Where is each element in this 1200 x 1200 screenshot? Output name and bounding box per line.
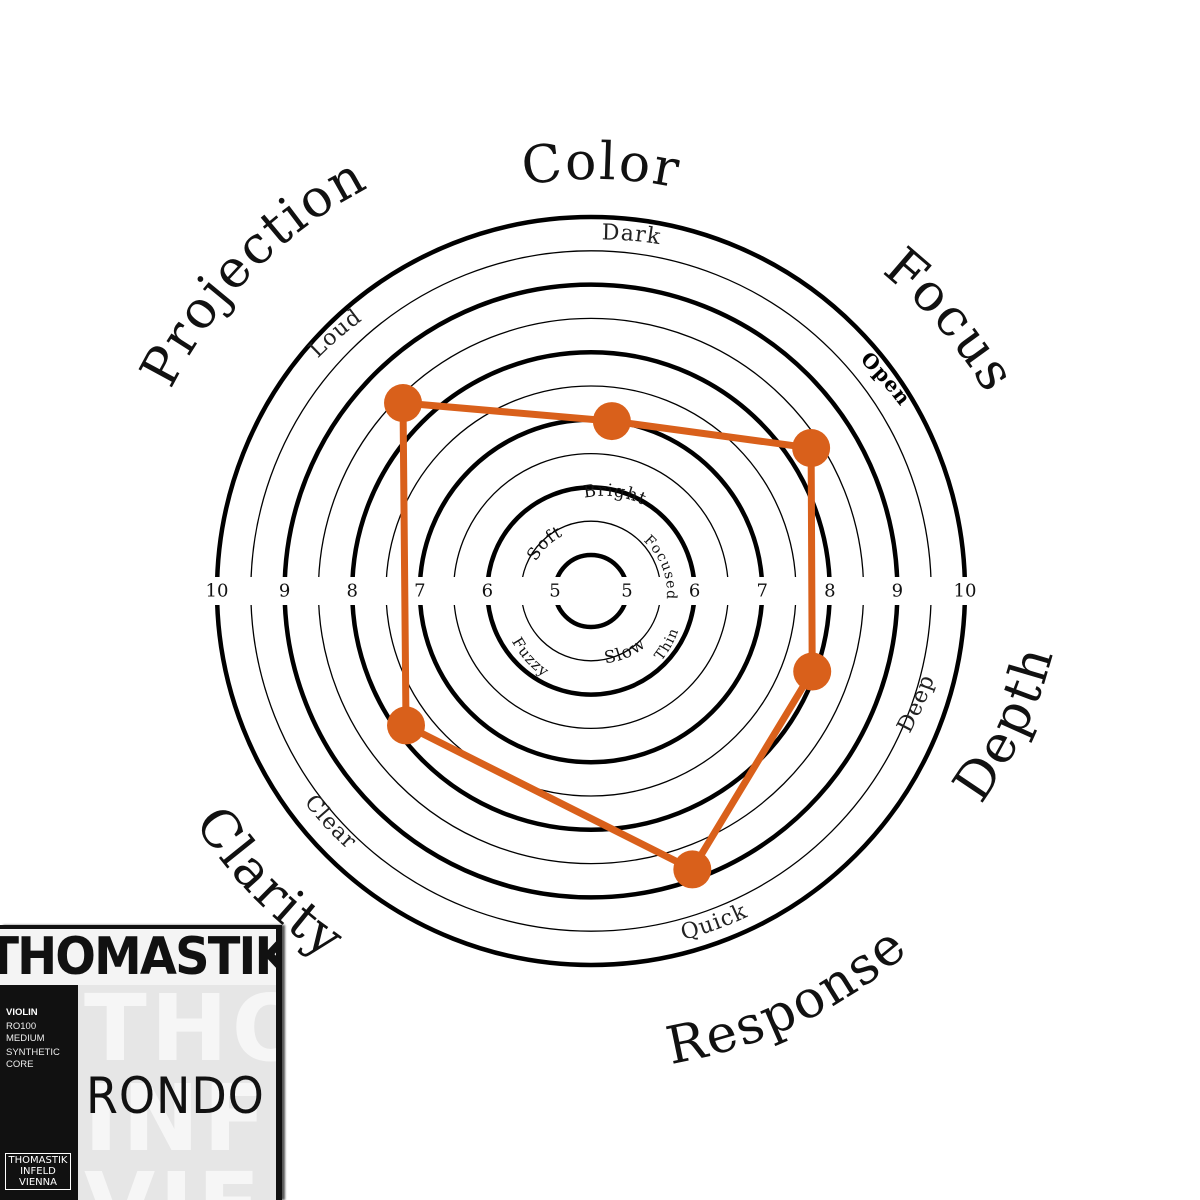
tick-label: 10 [206,581,229,602]
data-point-depth [793,652,832,691]
package-product-panel: THON INF VIE RONDO [78,985,276,1200]
data-point-focus [792,429,831,468]
tick-label: 10 [954,581,977,602]
inner-label-bright: Bright [582,481,650,510]
axis-title-depth: Depth [942,639,1066,813]
tick-label: 8 [824,581,835,602]
ghost-text-1: THON [84,985,276,1082]
pole-label-deep: Deep [893,671,941,737]
tick-label: 6 [689,581,700,602]
tick-label: 6 [482,581,493,602]
brand-logo: THOMASTIK [0,927,282,987]
axis-title-color: Color [518,132,685,201]
product-name: RONDO [86,1067,265,1125]
spec-instrument: VIOLIN [6,1007,38,1018]
radar-rings [205,214,977,968]
radar-series-rondo [384,384,832,889]
package-spec-panel: VIOLIN RO100 MEDIUM SYNTHETIC CORE [0,985,78,1200]
brand-logo-band: THOMASTIK [0,927,282,987]
spec-code: RO100 [6,1021,37,1032]
pole-label-loud: Loud [304,304,366,363]
spec-core-line1: SYNTHETIC [6,1047,60,1058]
data-point-color [592,402,631,441]
badge-line-1: THOMASTIK [8,1155,68,1166]
axis-title-projection: Projection [129,145,376,395]
pole-label-dark: Dark [602,220,663,250]
product-package: THOMASTIK VIOLIN RO100 MEDIUM SYNTHETIC … [0,925,282,1200]
pole-label-open: Open [856,347,916,410]
tick-label: 7 [414,581,425,602]
tick-label: 7 [756,581,767,602]
tick-label: 9 [279,581,290,602]
spec-tension: MEDIUM [6,1033,45,1044]
pole-label-quick: Quick [678,899,751,946]
radar-tick-labels: 10 9 8 7 6 5 5 6 7 8 9 10 [206,581,977,602]
brand-badge: THOMASTIK INFELD VIENNA [5,1153,71,1190]
ghost-text-3: VIE [84,1161,264,1200]
badge-line-2: INFELD [20,1166,56,1177]
pole-label-clear: Clear [299,790,361,854]
data-point-clarity [387,706,426,745]
data-point-response [673,850,712,889]
inner-label-slow: Slow [603,634,650,669]
tick-label: 8 [346,581,357,602]
tick-label: 9 [892,581,903,602]
badge-line-3: VIENNA [19,1177,57,1188]
tick-label: 5 [549,581,560,602]
ghost-text-2: INF [84,1065,271,1172]
tick-label: 5 [621,581,632,602]
tick-label-gap [205,577,977,605]
data-point-projection [384,384,423,423]
spec-core-line2: CORE [6,1059,34,1070]
